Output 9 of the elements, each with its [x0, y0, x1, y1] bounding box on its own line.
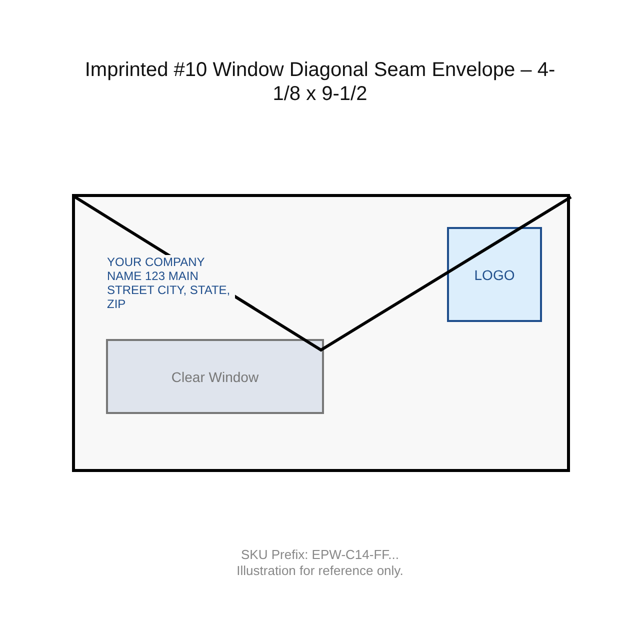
placeholder-square [447, 227, 542, 322]
window-box [106, 339, 324, 414]
note: Illustration for reference only. [236, 564, 404, 578]
envelope [72, 194, 570, 472]
box-label: Clear Window [171, 368, 259, 384]
box-label: LOGO [474, 266, 515, 282]
sku-note: SKU Prefix: EPW-C14-FF... [240, 548, 400, 562]
return-address: YOUR COMPANY NAME 123 MAIN STREET CITY, STATE, ZIP [107, 255, 235, 311]
title: Imprinted #10 Window Diagonal Seam Envelope – 4-1/8 x 9-1/2 [84, 58, 556, 106]
